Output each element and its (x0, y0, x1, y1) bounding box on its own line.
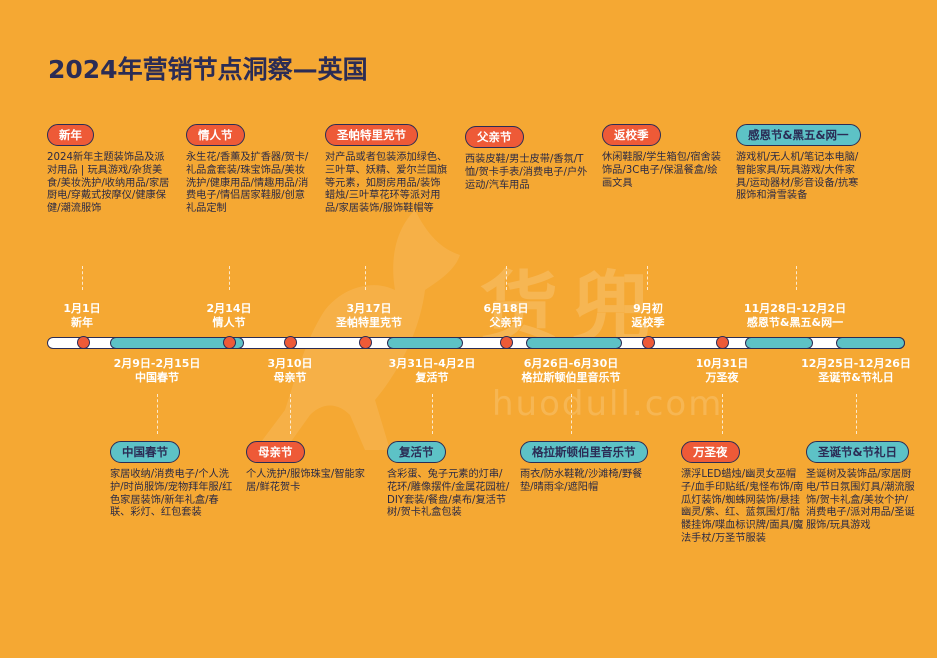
card-description: 个人洗护/服饰珠宝/智能家居/鲜花贺卡 (246, 469, 365, 493)
timeline-date-new-year: 1月1日 新年 (63, 302, 100, 329)
card-description: 漂浮LED蜡烛/幽灵女巫帽子/血手印贴纸/鬼怪布饰/南瓜灯装饰/蜘蛛网装饰/悬挂… (681, 469, 804, 544)
card-description: 西装皮鞋/男士皮带/香氛/T恤/贺卡手表/消费电子/户外运动/汽车用品 (465, 154, 588, 191)
card-label: 父亲节 (465, 126, 524, 148)
timeline-dot-mothers-day (283, 336, 297, 349)
connector-line (571, 394, 572, 434)
card-halloween: 万圣夜 漂浮LED蜡烛/幽灵女巫帽子/血手印贴纸/鬼怪布饰/南瓜灯装饰/蜘蛛网装… (681, 441, 805, 546)
timeline-date-back-to-school: 9月初 返校季 (632, 302, 665, 329)
card-description: 2024新年主题装饰品及派对用品 | 玩具游戏/杂货美食/美妆洗护/收纳用品/家… (47, 152, 170, 215)
timeline-date-mothers-day: 3月10日 母亲节 (268, 357, 313, 384)
date-text: 12月25日-12月26日 (801, 357, 911, 370)
timeline-date-valentines: 2月14日 情人节 (207, 302, 252, 329)
event-name: 父亲节 (489, 315, 523, 329)
date-text: 6月18日 (483, 302, 529, 315)
card-new-year: 新年 2024新年主题装饰品及派对用品 | 玩具游戏/杂货美食/美妆洗护/收纳用… (47, 124, 171, 216)
card-st-patricks: 圣帕特里克节 对产品或者包装添加绿色、三叶草、妖精、爱尔兰国旗等元素，如厨房用品… (325, 124, 449, 216)
card-thanksgiving-black-friday: 感恩节&黑五&网一 游戏机/无人机/笔记本电脑/智能家具/玩具游戏/大件家具/运… (736, 124, 861, 203)
connector-line (432, 394, 433, 434)
timeline-dot-valentines (222, 336, 236, 349)
card-description: 游戏机/无人机/笔记本电脑/智能家具/玩具游戏/大件家具/运动器材/影音设备/抗… (736, 152, 859, 202)
card-description: 对产品或者包装添加绿色、三叶草、妖精、爱尔兰国旗等元素，如厨房用品/装饰蜡烛/三… (325, 152, 448, 215)
timeline-range-thanksgiving (745, 337, 813, 349)
date-text: 9月初 (633, 302, 663, 315)
timeline-date-st-patricks: 3月17日 圣帕特里克节 (336, 302, 402, 329)
timeline-date-glastonbury: 6月26日-6月30日 格拉斯顿伯里音乐节 (522, 357, 621, 384)
date-text: 3月17日 (346, 302, 392, 315)
card-description: 家居收纳/消费电子/个人洗护/时尚服饰/宠物拜年服/红色家居装饰/新年礼盒/春联… (110, 469, 233, 519)
event-name: 格拉斯顿伯里音乐节 (521, 370, 621, 384)
connector-line (506, 266, 507, 290)
event-name: 感恩节&黑五&网一 (746, 315, 844, 329)
card-label: 复活节 (387, 441, 446, 463)
event-name: 母亲节 (273, 370, 307, 384)
date-text: 10月31日 (695, 357, 749, 370)
card-label: 返校季 (602, 124, 661, 146)
watermark-url: huodull.com (492, 384, 724, 424)
connector-line (82, 266, 83, 290)
card-glastonbury: 格拉斯顿伯里音乐节 雨衣/防水鞋靴/沙滩椅/野餐垫/晴雨伞/遮阳帽 (520, 441, 652, 495)
date-text: 2月14日 (206, 302, 252, 315)
card-description: 永生花/香薰及扩香器/贺卡/礼品盒套装/珠宝饰品/美妆洗护/健康用品/情趣用品/… (186, 152, 309, 215)
timeline-date-spring-festival: 2月9日-2月15日 中国春节 (114, 357, 201, 384)
card-christmas: 圣诞节&节礼日 圣诞树及装饰品/家居厨电/节日氛围灯具/潮流服饰/贺卡礼盒/美妆… (806, 441, 918, 533)
timeline-range-christmas (836, 337, 905, 349)
timeline-dot-fathers-day (499, 336, 513, 349)
event-name: 复活节 (415, 370, 449, 384)
page-title: 2024年营销节点洞察—英国 (48, 55, 368, 84)
card-label: 格拉斯顿伯里音乐节 (520, 441, 648, 463)
card-description: 含彩蛋、兔子元素的灯串/花环/雕像摆件/金属花园桩/DIY套装/餐盘/桌布/复活… (387, 469, 510, 519)
card-description: 雨衣/防水鞋靴/沙滩椅/野餐垫/晴雨伞/遮阳帽 (520, 469, 643, 493)
card-label: 中国春节 (110, 441, 180, 463)
timeline-range-spring-festival (110, 337, 244, 349)
card-label: 感恩节&黑五&网一 (736, 124, 861, 146)
card-label: 情人节 (186, 124, 245, 146)
date-text: 3月10日 (267, 357, 313, 370)
date-text: 1月1日 (63, 302, 101, 315)
card-mothers-day: 母亲节 个人洗护/服饰珠宝/智能家居/鲜花贺卡 (246, 441, 370, 495)
card-description: 休闲鞋服/学生箱包/宿舍装饰品/3C电子/保温餐盒/绘画文具 (602, 152, 721, 189)
card-back-to-school: 返校季 休闲鞋服/学生箱包/宿舍装饰品/3C电子/保温餐盒/绘画文具 (602, 124, 726, 190)
connector-line (796, 266, 797, 290)
date-text: 3月31日-4月2日 (388, 357, 476, 370)
connector-line (722, 394, 723, 434)
timeline-dot-st-patricks (358, 336, 372, 349)
connector-line (647, 266, 648, 290)
event-name: 返校季 (631, 315, 665, 329)
timeline-range-easter (387, 337, 463, 349)
timeline-date-christmas: 12月25日-12月26日 圣诞节&节礼日 (801, 357, 911, 384)
event-name: 新年 (71, 315, 93, 329)
event-name: 中国春节 (135, 370, 179, 384)
card-label: 母亲节 (246, 441, 305, 463)
event-name: 圣帕特里克节 (336, 315, 402, 329)
card-spring-festival: 中国春节 家居收纳/消费电子/个人洗护/时尚服饰/宠物拜年服/红色家居装饰/新年… (110, 441, 234, 520)
timeline-date-thanksgiving: 11月28日-12月2日 感恩节&黑五&网一 (744, 302, 846, 329)
timeline-dot-back-to-school (641, 336, 655, 349)
card-fathers-day: 父亲节 西装皮鞋/男士皮带/香氛/T恤/贺卡手表/消费电子/户外运动/汽车用品 (465, 126, 589, 192)
timeline-date-halloween: 10月31日 万圣夜 (696, 357, 749, 384)
connector-line (229, 266, 230, 290)
event-name: 圣诞节&节礼日 (818, 370, 894, 384)
card-label: 新年 (47, 124, 94, 146)
connector-line (290, 394, 291, 434)
event-name: 万圣夜 (705, 370, 739, 384)
kangaroo-watermark-icon (255, 210, 460, 450)
timeline-dot-new-year (76, 336, 90, 349)
timeline-range-glastonbury (526, 337, 622, 349)
date-text: 2月9日-2月15日 (113, 357, 201, 370)
timeline-dot-halloween (715, 336, 729, 349)
card-label: 万圣夜 (681, 441, 740, 463)
connector-line (856, 394, 857, 434)
event-name: 情人节 (212, 315, 246, 329)
card-label: 圣帕特里克节 (325, 124, 418, 146)
date-text: 11月28日-12月2日 (743, 302, 847, 315)
timeline-date-fathers-day: 6月18日 父亲节 (484, 302, 529, 329)
connector-line (157, 394, 158, 434)
card-label: 圣诞节&节礼日 (806, 441, 910, 463)
connector-line (365, 266, 366, 290)
date-text: 6月26日-6月30日 (523, 357, 619, 370)
card-valentines: 情人节 永生花/香薰及扩香器/贺卡/礼品盒套装/珠宝饰品/美妆洗护/健康用品/情… (186, 124, 310, 216)
card-description: 圣诞树及装饰品/家居厨电/节日氛围灯具/潮流服饰/贺卡礼盒/美妆个护/消费电子/… (806, 469, 915, 532)
timeline-date-easter: 3月31日-4月2日 复活节 (389, 357, 476, 384)
card-easter: 复活节 含彩蛋、兔子元素的灯串/花环/雕像摆件/金属花园桩/DIY套装/餐盘/桌… (387, 441, 511, 520)
